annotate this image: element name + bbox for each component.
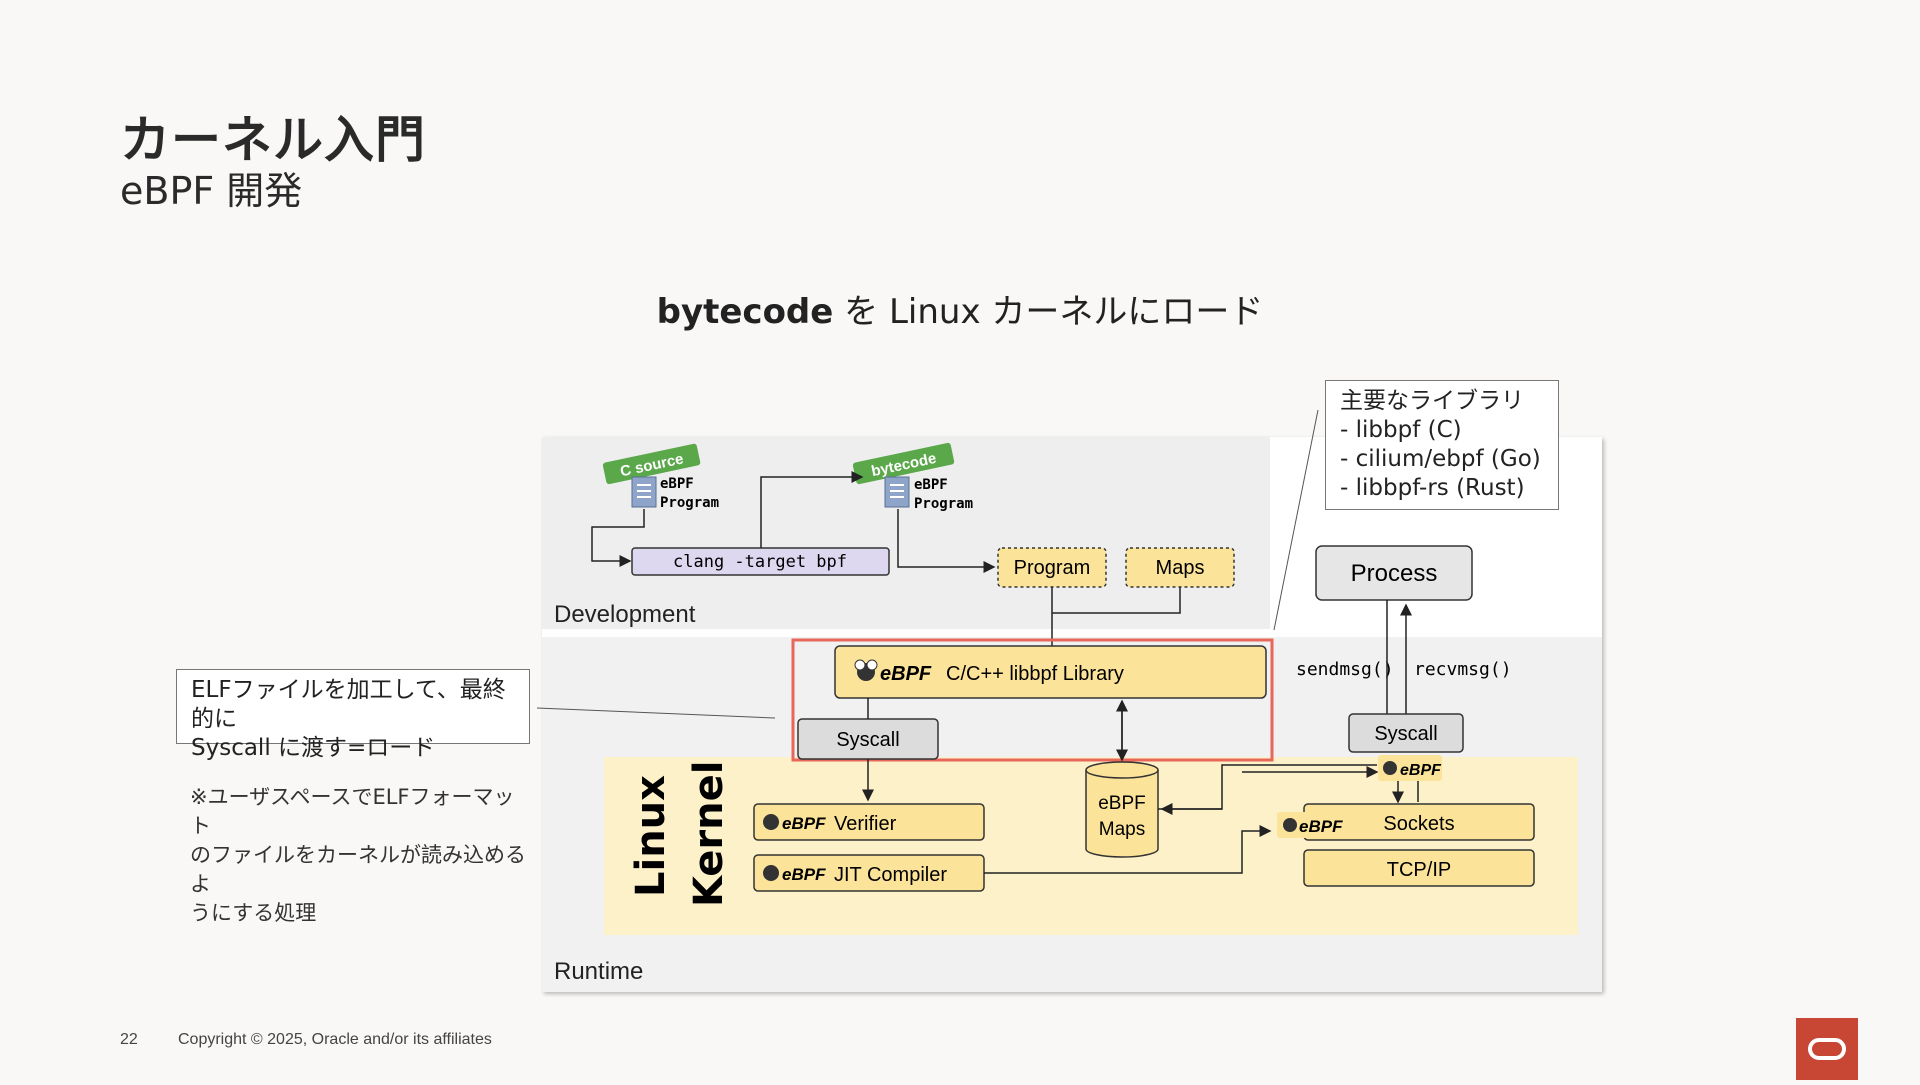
- heading-bold: bytecode: [656, 292, 834, 332]
- kernel-label: Kernel: [686, 761, 732, 907]
- c-source-program-line2: Program: [660, 495, 719, 511]
- elf-leader-line: [536, 707, 776, 719]
- ebpf-small-text: eBPF: [1400, 762, 1442, 779]
- bee-icon: [1283, 818, 1297, 832]
- jit-logo: eBPF: [782, 865, 826, 884]
- bytecode-tag: [852, 442, 955, 485]
- jit-to-sockets-arrow: [984, 825, 1272, 874]
- note-line1: ※ユーザスペースでELFフォーマット: [190, 785, 515, 838]
- highlight-box: [791, 638, 1274, 762]
- note-text: ※ユーザスペースでELFフォーマット のファイルをカーネルが読み込めるよ うにす…: [190, 783, 530, 928]
- slide-subtitle: eBPF 開発: [120, 169, 303, 213]
- bytecode-program-line2: Program: [914, 496, 973, 512]
- process-box: [1315, 545, 1473, 601]
- c-source-to-clang-arrow: [591, 509, 645, 567]
- page-number: 22: [120, 1031, 138, 1048]
- library-box: [834, 645, 1267, 699]
- diagram-heading: bytecode を Linux カーネルにロード: [0, 284, 1920, 333]
- syscall-right-text: Syscall: [1374, 723, 1437, 745]
- elf-callout: ELFファイルを加工して、最終的に Syscall に渡す=ロード: [176, 669, 530, 761]
- libraries-title: 主要なライブラリ: [1340, 388, 1524, 414]
- bee-icon: [854, 659, 878, 681]
- library-item-libbpf: - libbpf (C): [1340, 417, 1462, 443]
- elf-callout-line1: ELFファイルを加工して、最終的に: [191, 677, 506, 732]
- verifier-box: [753, 803, 985, 841]
- ebpf-maps-cylinder: [1085, 761, 1159, 858]
- copyright: Copyright © 2025, Oracle and/or its affi…: [178, 1031, 492, 1048]
- sendmsg-text: sendmsg(): [1296, 659, 1394, 680]
- library-logo: eBPF: [880, 663, 932, 685]
- syscall-text: Syscall: [836, 729, 899, 751]
- sockets-logo: eBPF: [1299, 817, 1343, 836]
- oracle-logo-icon: [1796, 1018, 1858, 1080]
- document-icon: [631, 476, 657, 508]
- slide-title: カーネル入門: [120, 111, 426, 169]
- bee-icon: [1383, 761, 1397, 775]
- syscall-right-box: [1348, 713, 1464, 753]
- development-label: Development: [554, 601, 696, 628]
- clang-to-bytecode-arrow: [760, 471, 864, 548]
- ebpf-diagram: Development Runtime C source eBPF Progra…: [542, 437, 1602, 992]
- c-source-program-line1: eBPF: [660, 476, 694, 492]
- jit-text: JIT Compiler: [834, 864, 947, 886]
- c-source-program: C source eBPF Program: [602, 443, 719, 511]
- verifier-logo: eBPF: [782, 814, 826, 833]
- library-text: C/C++ libbpf Library: [946, 663, 1124, 685]
- process-text: Process: [1351, 560, 1438, 587]
- tcpip-text: TCP/IP: [1387, 859, 1451, 881]
- sockets-text: Sockets: [1383, 813, 1454, 835]
- note-line3: うにする処理: [190, 901, 317, 925]
- libraries-leader-line: [1273, 409, 1319, 631]
- maps-to-library-line: [1052, 587, 1181, 614]
- ebpf-small-box: [1378, 755, 1442, 781]
- runtime-label: Runtime: [554, 958, 643, 985]
- bytecode-program-line1: eBPF: [914, 477, 948, 493]
- bee-icon: [763, 814, 779, 830]
- c-source-tag: [602, 443, 701, 485]
- ebpf-maps-line2: Maps: [1099, 819, 1145, 840]
- program-text: Program: [1014, 557, 1091, 579]
- libraries-callout: 主要なライブラリ - libbpf (C) - cilium/ebpf (Go)…: [1325, 380, 1559, 510]
- sockets-ebpf-badge: [1277, 812, 1355, 838]
- verifier-text: Verifier: [834, 813, 897, 835]
- document-icon: [884, 476, 910, 508]
- linux-label: Linux: [628, 775, 674, 897]
- tcpip-box: [1303, 849, 1535, 887]
- ebpf-maps-line1: eBPF: [1098, 793, 1146, 814]
- recvmsg-text: recvmsg(): [1414, 659, 1512, 680]
- clang-text: clang -target bpf: [673, 552, 847, 572]
- heading-rest: を Linux カーネルにロード: [833, 292, 1264, 332]
- note-line2: のファイルをカーネルが読み込めるよ: [190, 843, 526, 896]
- elf-callout-line2: Syscall に渡す=ロード: [191, 735, 436, 761]
- maps-text: Maps: [1156, 557, 1205, 579]
- library-item-libbpf-rs: - libbpf-rs (Rust): [1340, 475, 1525, 501]
- library-item-cilium: - cilium/ebpf (Go): [1340, 446, 1541, 472]
- bytecode-to-program-arrow: [897, 509, 996, 573]
- bee-icon: [763, 865, 779, 881]
